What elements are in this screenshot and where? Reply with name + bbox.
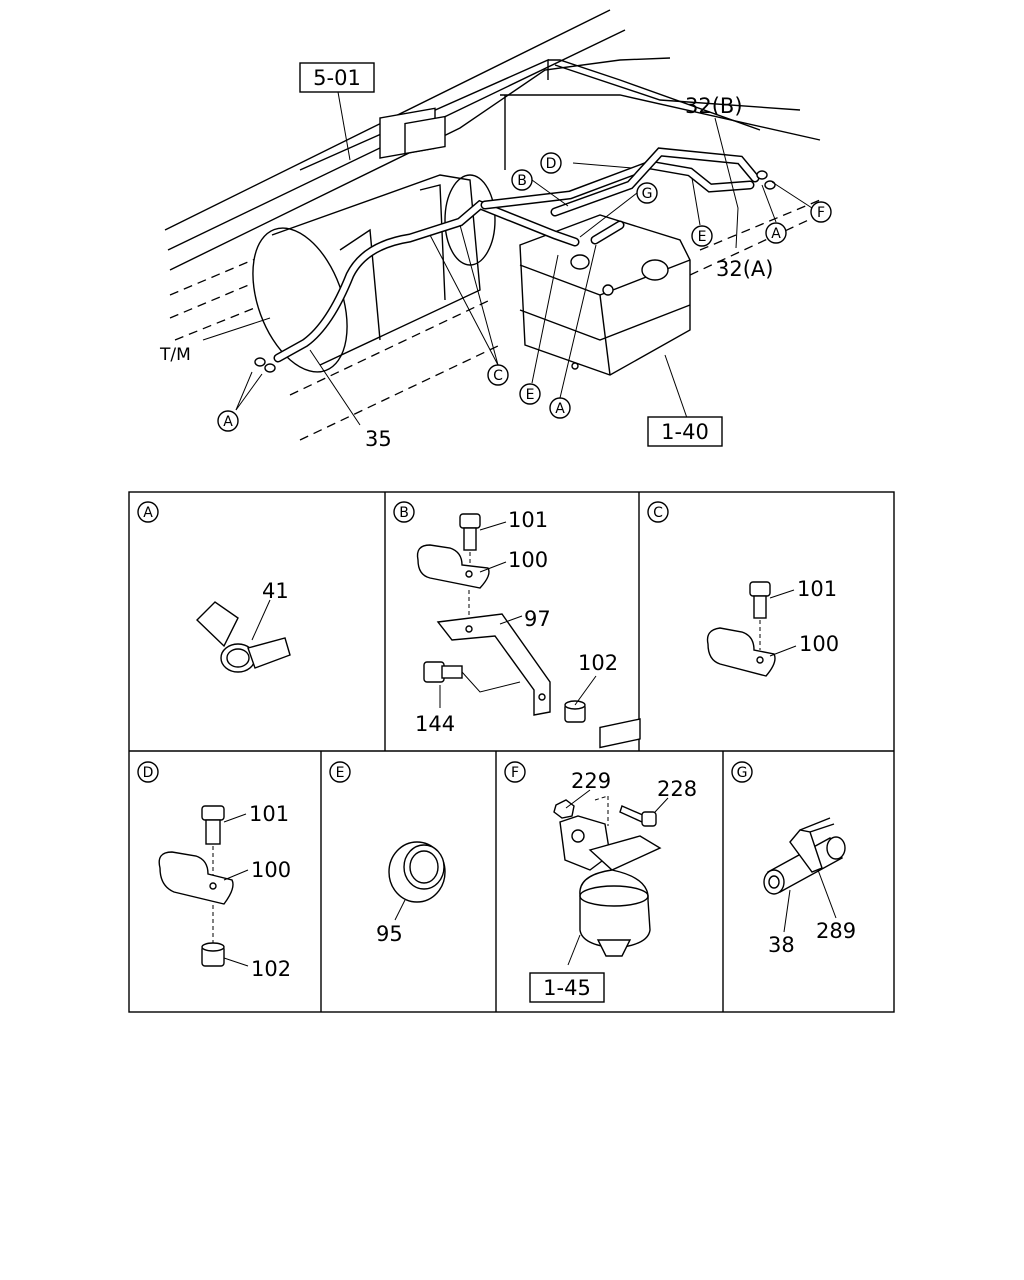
transmission <box>252 107 496 373</box>
detail-panel-g: G 38 289 <box>731 761 856 957</box>
detail-panel-c: C 101 100 <box>647 501 839 677</box>
overview-leaders <box>202 91 813 426</box>
ref-frame-label[interactable]: 5-01 <box>313 66 361 90</box>
detail-a-label: A <box>143 505 153 521</box>
callout-a-right[interactable]: A <box>765 222 787 244</box>
detail-panel-d: D 101 100 102 <box>137 761 291 981</box>
e-part-95-label[interactable]: 95 <box>376 922 403 946</box>
svg-text:A: A <box>771 226 781 242</box>
detail-d-label: D <box>143 765 154 781</box>
detail-panel-e: E 95 <box>329 761 446 946</box>
bolt-144[interactable] <box>423 661 463 683</box>
detail-panel-f: F 229 228 1-45 <box>504 718 697 1003</box>
callout-c[interactable]: C <box>487 364 509 386</box>
ref-tank-label[interactable]: 1-40 <box>661 420 709 444</box>
c-part-101-label[interactable]: 101 <box>797 577 837 601</box>
bracket-97[interactable] <box>436 613 551 716</box>
hose-38[interactable] <box>763 836 846 895</box>
b-part-100-label[interactable]: 100 <box>508 548 548 572</box>
detail-e-label: E <box>336 765 345 781</box>
nut-102-d[interactable] <box>201 942 225 967</box>
g-part-38-label[interactable]: 38 <box>768 933 795 957</box>
nut-229[interactable] <box>553 799 575 819</box>
callout-a-left[interactable]: A <box>217 410 239 432</box>
detail-g-label: G <box>737 765 748 781</box>
b-part-101-label[interactable]: 101 <box>508 508 548 532</box>
clip-100-b[interactable] <box>416 544 490 589</box>
detail-grid <box>128 491 895 1013</box>
detail-f-label: F <box>511 765 519 781</box>
callout-e-right[interactable]: E <box>691 225 713 247</box>
ref-box-frame <box>299 62 375 93</box>
d-part-100-label[interactable]: 100 <box>251 858 291 882</box>
svg-text:E: E <box>698 229 707 245</box>
svg-text:C: C <box>493 368 503 384</box>
part-41-label[interactable]: 41 <box>262 579 289 603</box>
detail-b-label: B <box>399 505 409 521</box>
bolt-101-b[interactable] <box>459 513 481 551</box>
f-ref-label[interactable]: 1-45 <box>543 976 591 1000</box>
ref-box-tank <box>647 416 723 447</box>
d-part-101-label[interactable]: 101 <box>249 802 289 826</box>
callout-b[interactable]: B <box>511 169 533 191</box>
frame-rail-lower <box>169 199 831 441</box>
callout-d[interactable]: D <box>540 152 562 174</box>
fuel-pipes <box>254 147 776 373</box>
c-part-100-label[interactable]: 100 <box>799 632 839 656</box>
overview-illustration: 5-01 1-40 T/M 35 32(B) 32(A) A C E A B <box>159 9 832 451</box>
svg-text:A: A <box>223 414 233 430</box>
clip-100-d[interactable] <box>158 851 234 905</box>
bolt-101-d[interactable] <box>201 805 225 845</box>
b-part-102-label[interactable]: 102 <box>578 651 618 675</box>
fuel-filter-assembly[interactable] <box>559 718 662 957</box>
f-part-228-label[interactable]: 228 <box>657 777 697 801</box>
b-part-144-label[interactable]: 144 <box>415 712 455 736</box>
detail-panel-b: B 101 100 97 102 <box>393 501 618 736</box>
pipe-32a-label[interactable]: 32(A) <box>716 257 773 281</box>
transmission-label: T/M <box>159 345 191 365</box>
f-part-229-label[interactable]: 229 <box>571 769 611 793</box>
pipe-32b-label[interactable]: 32(B) <box>685 94 743 118</box>
b-part-97-label[interactable]: 97 <box>524 607 551 631</box>
f-ref-box <box>529 972 605 1003</box>
clip-100-c[interactable] <box>706 627 776 677</box>
callout-g[interactable]: G <box>636 182 658 204</box>
frame-rail <box>164 9 821 271</box>
pipe-35-label[interactable]: 35 <box>365 427 392 451</box>
clip-289[interactable] <box>789 817 835 873</box>
svg-text:B: B <box>517 173 527 189</box>
svg-text:G: G <box>642 186 653 202</box>
callout-f[interactable]: F <box>810 201 832 223</box>
d-part-102-label[interactable]: 102 <box>251 957 291 981</box>
svg-text:D: D <box>546 156 557 172</box>
svg-text:A: A <box>555 401 565 417</box>
bolt-101-c[interactable] <box>749 581 771 619</box>
callout-e-left[interactable]: E <box>519 383 541 405</box>
grommet-95[interactable] <box>388 841 446 903</box>
g-part-289-label[interactable]: 289 <box>816 919 856 943</box>
svg-text:E: E <box>526 387 535 403</box>
hose-clamp-41[interactable] <box>196 601 291 673</box>
svg-text:F: F <box>817 205 825 221</box>
detail-c-label: C <box>653 505 663 521</box>
callout-a-center[interactable]: A <box>549 397 571 419</box>
detail-panel-a: A 41 <box>137 501 291 673</box>
bolt-228[interactable] <box>619 805 657 827</box>
